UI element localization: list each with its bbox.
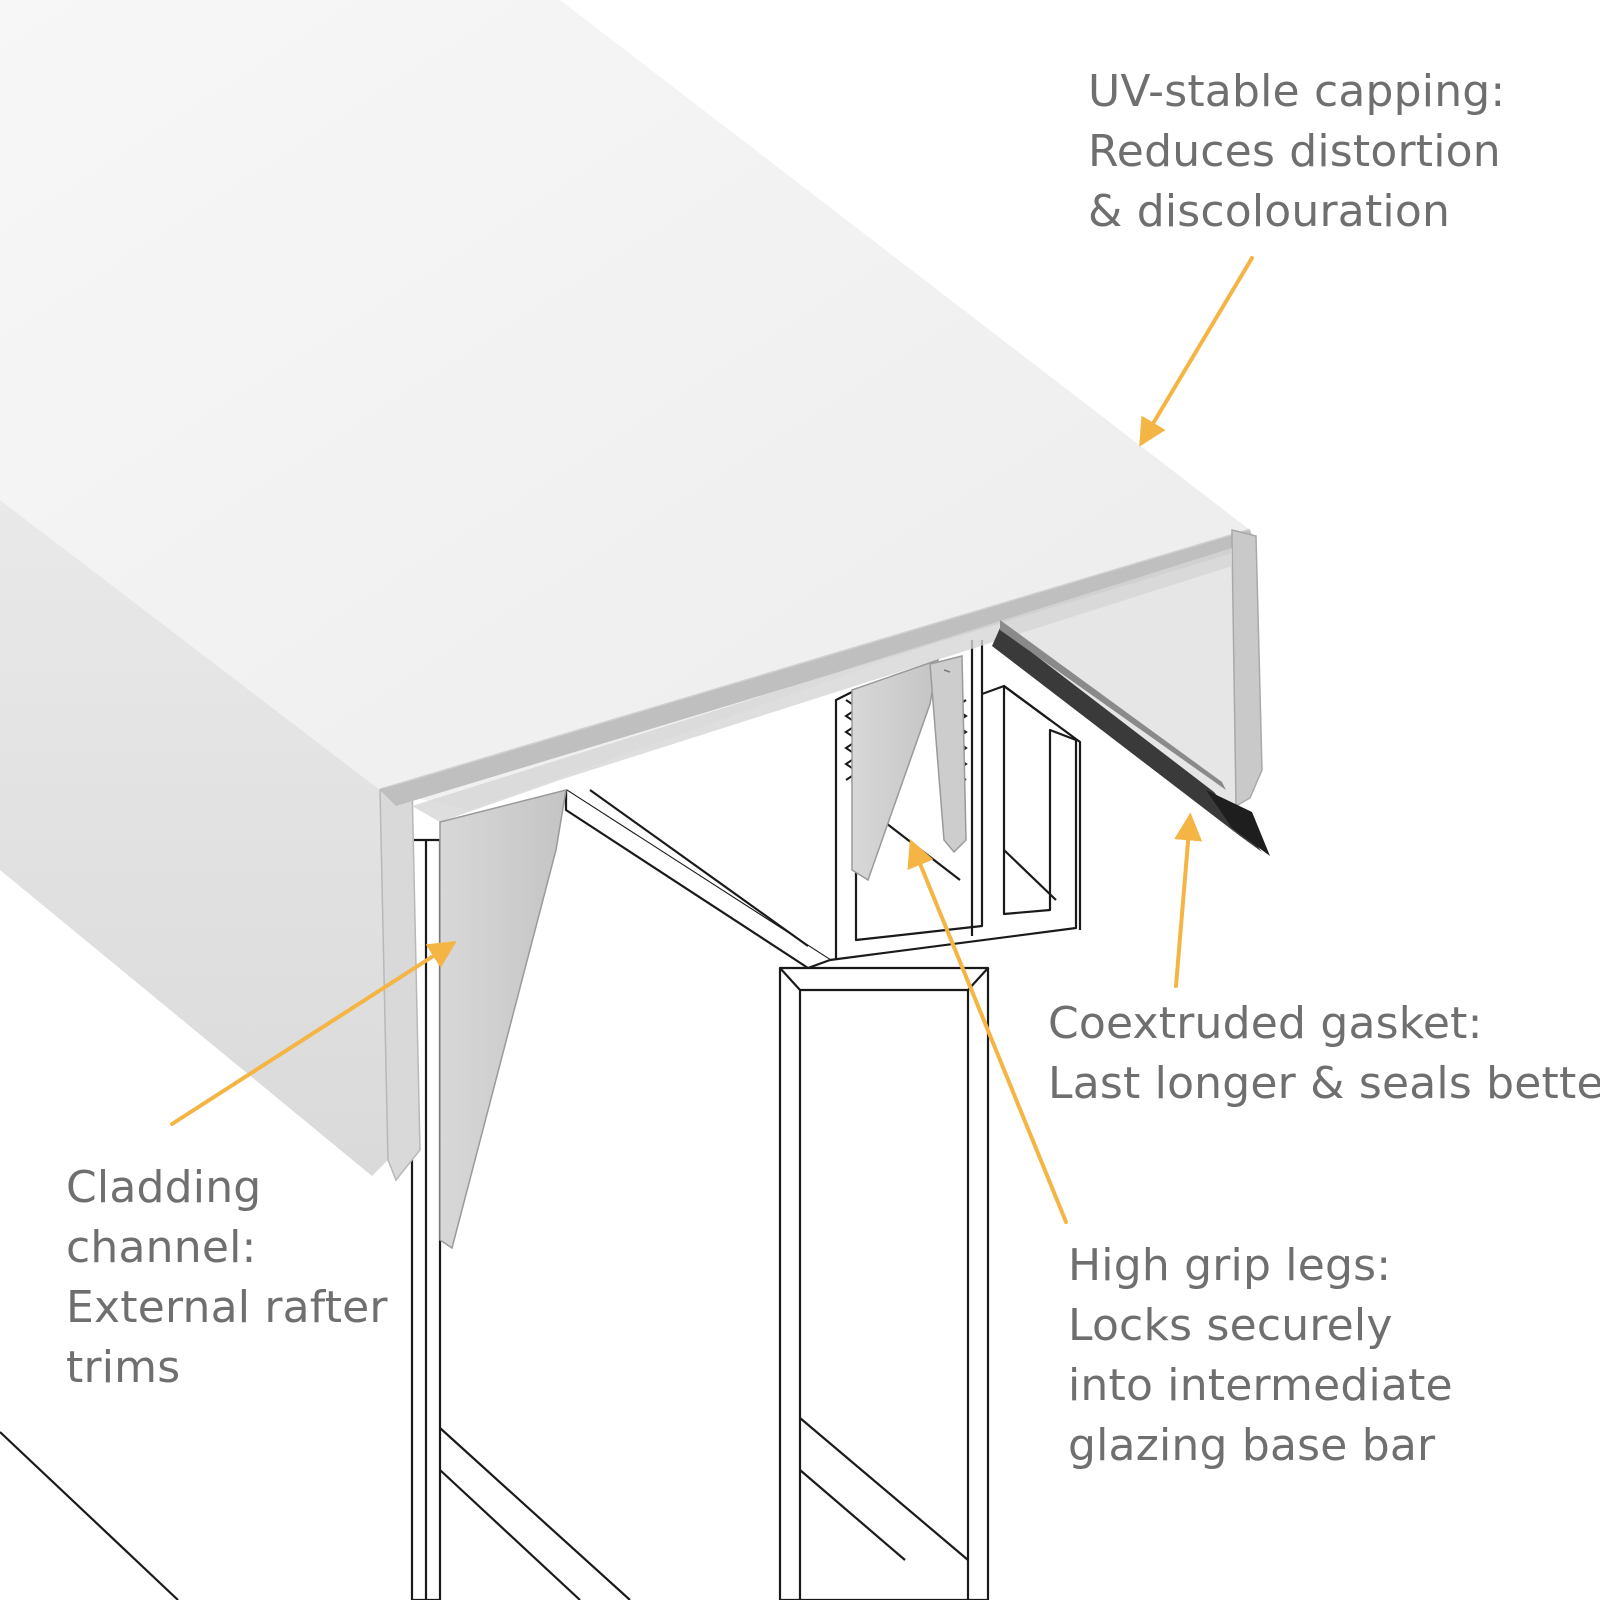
- callout-arrows: [170, 256, 1254, 1224]
- grip-legs-line-3: into intermediate: [1068, 1360, 1453, 1411]
- gasket-arrow: [1174, 812, 1203, 988]
- cladding-callout: Cladding channel: External rafter trims: [66, 1158, 388, 1398]
- grip-legs-line-1: High grip legs:: [1068, 1240, 1392, 1291]
- cladding-arrow: [170, 940, 457, 1126]
- gasket-line-1: Coextruded gasket:: [1048, 998, 1483, 1049]
- uv-capping-line-2: Reduces distortion: [1088, 126, 1501, 177]
- uv-capping-line-3: & discolouration: [1088, 186, 1451, 237]
- grip-legs-line-4: glazing base bar: [1068, 1420, 1436, 1471]
- cladding-line-3: External rafter: [66, 1282, 388, 1333]
- uv-capping-line-1: UV-stable capping:: [1088, 66, 1506, 117]
- cladding-line-4: trims: [66, 1342, 181, 1393]
- grip-legs-arrow: [907, 838, 1068, 1224]
- grip-legs-callout: High grip legs: Locks securely into inte…: [1068, 1236, 1453, 1476]
- grip-legs-line-2: Locks securely: [1068, 1300, 1393, 1351]
- base-bar-drawing: [0, 640, 1082, 1600]
- gasket-line-2: Last longer & seals better: [1048, 1058, 1600, 1109]
- gasket-callout: Coextruded gasket: Last longer & seals b…: [1048, 994, 1600, 1114]
- capping-extrusion: [0, 0, 1263, 1182]
- capping-legs: [439, 655, 967, 1250]
- uv-capping-arrow: [1139, 256, 1254, 447]
- coextruded-gasket: [992, 620, 1270, 856]
- cladding-line-1: Cladding: [66, 1162, 262, 1213]
- cladding-line-2: channel:: [66, 1222, 257, 1273]
- uv-capping-callout: UV-stable capping: Reduces distortion & …: [1088, 62, 1505, 242]
